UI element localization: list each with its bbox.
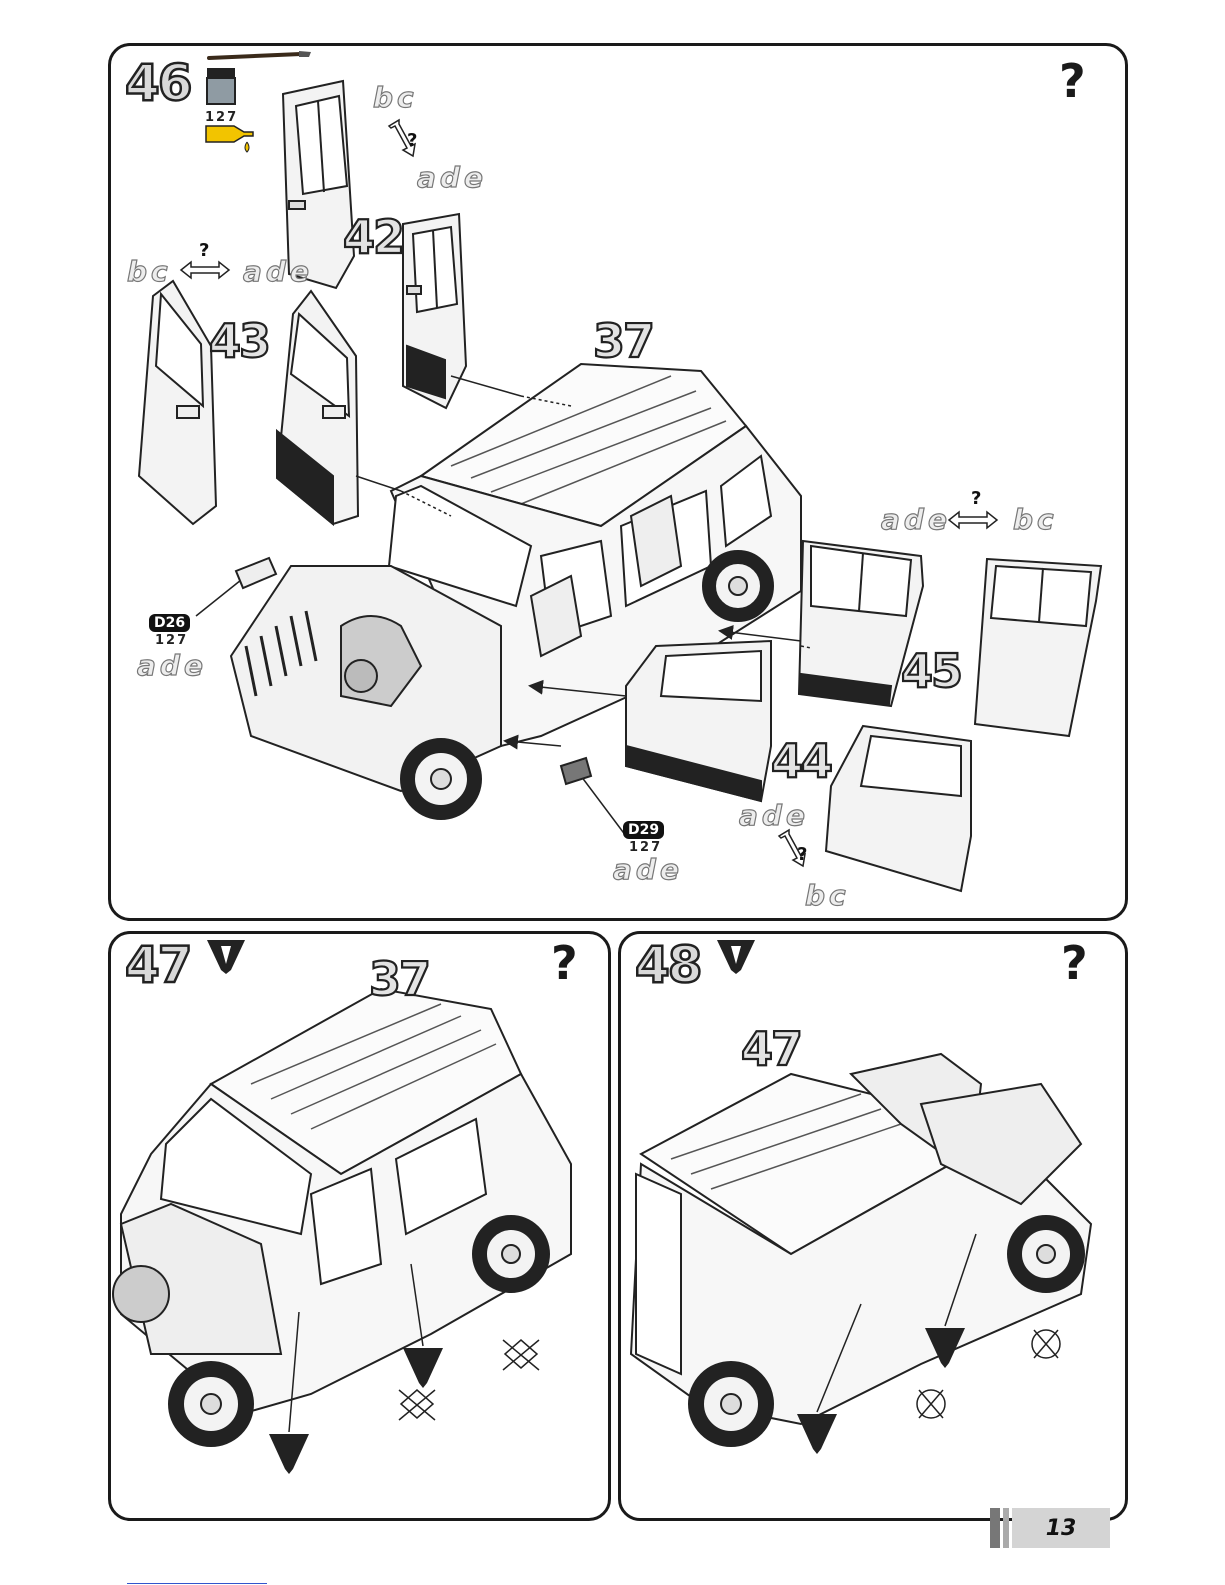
footer-divider	[127, 1583, 267, 1584]
help-icon[interactable]: ?	[1059, 58, 1086, 104]
step-number: 46	[125, 58, 191, 108]
help-icon[interactable]: ?	[551, 940, 578, 986]
step-46-panel: 46 ? 127 42 43 37 45 44 bc ? ade bc ? ad…	[108, 43, 1128, 921]
part-callout-47: 47	[741, 1026, 801, 1072]
car-body	[631, 1054, 1091, 1446]
variant-label: bc	[1013, 506, 1058, 534]
decal-part-d26	[236, 558, 276, 588]
step-48-panel: 48 ? 47	[618, 931, 1128, 1521]
step-47-panel: 47 ? 37	[108, 931, 611, 1521]
part-callout-45: 45	[901, 648, 961, 694]
paint-jar-icon	[207, 68, 235, 104]
decal-code-badge: D29	[623, 821, 664, 839]
decal-part-d29	[561, 758, 591, 784]
paint-brush-icon	[209, 51, 311, 58]
variant-label: bc	[373, 84, 418, 112]
door-42b	[403, 214, 466, 408]
variant-label: ade	[243, 258, 313, 286]
step-48-illustration	[621, 934, 1125, 1518]
page-number: 13	[1046, 1516, 1077, 1541]
variant-question: ?	[971, 490, 981, 508]
help-icon[interactable]: ?	[1061, 940, 1088, 986]
door-43	[139, 281, 216, 524]
glue-tube-icon	[206, 126, 253, 152]
part-callout-44: 44	[771, 738, 831, 784]
decal-variant: ade	[137, 652, 207, 680]
decal-code-badge: D26	[149, 614, 190, 632]
car-body	[113, 989, 571, 1446]
page-number-box: 13	[1012, 1508, 1110, 1548]
marker-pen-icon	[207, 940, 245, 974]
marker-pen-icon	[717, 940, 755, 974]
step-47-illustration	[111, 934, 608, 1518]
decal-variant: ade	[613, 856, 683, 884]
part-callout-37: 37	[369, 956, 429, 1002]
door-44	[626, 641, 771, 801]
footer-bar	[990, 1508, 1000, 1548]
variant-label: ade	[739, 802, 809, 830]
step-number: 48	[635, 940, 701, 990]
part-callout-37: 37	[593, 318, 653, 364]
variant-question: ?	[797, 846, 807, 864]
part-callout-42: 42	[343, 214, 403, 260]
door-44b	[826, 726, 971, 891]
variant-label: ade	[417, 164, 487, 192]
step-46-illustration	[111, 46, 1125, 918]
paint-code: 127	[205, 111, 238, 124]
footer-bar	[1003, 1508, 1009, 1548]
step-number: 47	[125, 940, 191, 990]
variant-question: ?	[407, 132, 417, 150]
door-43b	[277, 291, 358, 524]
door-45b	[975, 559, 1101, 736]
decal-paint-code: 127	[155, 634, 188, 647]
part-callout-43: 43	[209, 318, 269, 364]
variant-label: bc	[127, 258, 172, 286]
variant-label: ade	[881, 506, 951, 534]
variant-question: ?	[199, 242, 209, 260]
variant-label: bc	[805, 882, 850, 910]
